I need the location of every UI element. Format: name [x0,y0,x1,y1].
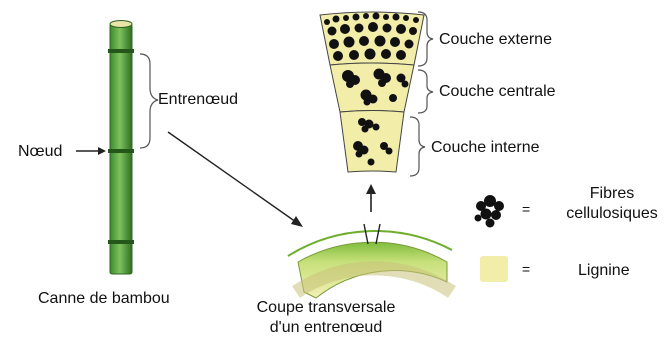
cane-node-2 [108,149,134,153]
outer-layer-label: Couche externe [439,31,552,49]
node-label: Nœud [18,143,62,161]
section-label-line2: d'un entrenœud [226,319,426,337]
section-label-line1: Coupe transversale [226,299,426,317]
sample-cut-right [376,224,380,244]
sample-cut-left [364,224,368,244]
wedge-middle-layer [330,63,414,112]
cane-top-opening [110,21,132,28]
middle-layer-label: Couche centrale [439,83,556,101]
inner-layer-brace [410,117,425,176]
fibers-label-line1: Fibres [560,185,664,203]
bamboo-cane [108,21,134,275]
fiber-equals-sign: = [522,200,530,218]
cane-node-1 [108,49,134,53]
enlarge-arrow [366,184,376,212]
internode-brace [140,54,158,148]
cane-label: Canne de bambou [38,290,170,308]
lignin-square-icon [480,256,508,282]
lignin-label: Lignine [578,262,630,280]
inner-layer-label: Couche interne [431,139,540,157]
section-arrow [168,132,303,227]
middle-layer-brace [418,70,433,113]
cane-node-3 [108,240,134,244]
lignin-equals-sign: = [522,260,530,278]
cross-section-ring [288,224,452,298]
wall-wedge [320,12,424,172]
node-arrow [76,147,106,155]
internode-label: Entrenœud [158,91,238,109]
fibers-label-line2: cellulosiques [560,205,664,223]
fiber-cluster-icon [475,195,505,228]
